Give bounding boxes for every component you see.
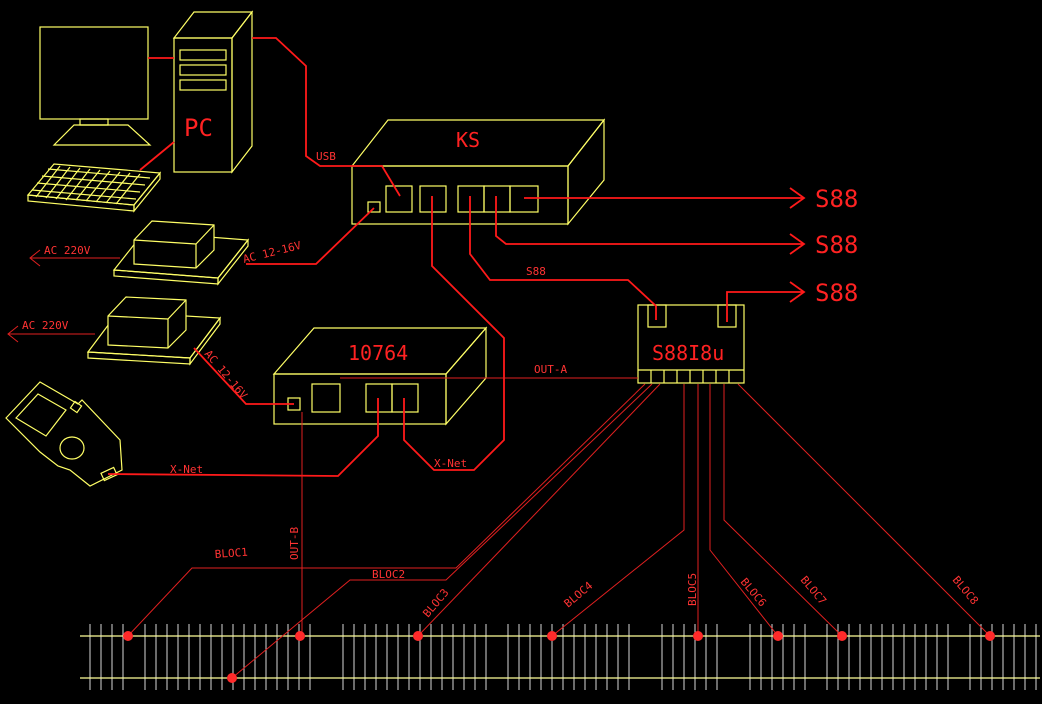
bloc5-contact [693,631,703,641]
ac12-top-label: AC 12-16V [242,239,303,266]
s88-output-3 [726,281,806,322]
s88-bus-cable [469,196,657,320]
s88-output-1-label: S88 [815,185,858,213]
bloc4-contact [547,631,557,641]
s88-output-2-label: S88 [815,231,858,259]
bloc3-contact [413,631,423,641]
bloc1-contact [123,631,133,641]
booster-xnet-port-1 [365,383,393,413]
ks-s88-port-3 [509,185,539,213]
bloc7-label: BLOC7 [798,574,829,608]
ks-central-unit [350,118,606,226]
ac12-bottom-label: AC 12-16V [202,348,251,402]
bloc8-label: BLOC8 [950,574,981,608]
s88-bus-label: S88 [526,265,546,278]
out-b-label: OUT-B [288,527,301,560]
bloc2-label: BLOC2 [372,568,405,581]
bloc7-wire [723,384,843,637]
usb-cable [252,37,401,197]
xnet-handheld-cable [107,398,379,477]
bloc3-wire [417,383,661,637]
ks-s88-port-2 [483,185,511,213]
monitor-icon [39,26,152,146]
bloc2-contact [295,631,305,641]
pc-label: PC [184,114,213,142]
usb-label: USB [316,150,336,163]
bloc8-contact [985,631,995,641]
booster-xnet-port-2 [391,383,419,413]
ks-xnet-port [419,185,447,213]
out-a-label: OUT-A [534,363,567,376]
ks-power-port [367,201,381,213]
bloc8-wire [737,383,991,637]
xnet-right-label: X-Net [434,457,467,470]
xnet-left-label: X-Net [170,463,203,476]
track [80,624,1040,690]
ac220-top-arrow [29,249,120,267]
booster-out-port [311,383,341,413]
transformer-top-icon [112,220,250,286]
bloc-wires [127,383,991,679]
ks-power-cable [246,207,375,265]
pc-tower-icon [172,10,254,174]
s88-output-2 [495,196,806,255]
out-b-track-contact [227,673,237,683]
s88-output-1 [524,187,806,209]
bloc1-wire [127,383,646,637]
s88-module-label: S88I8u [652,341,724,365]
s88-module-in-port [647,304,667,328]
keyboard-cable [139,141,175,171]
booster-power-cable [193,347,294,405]
transformer-bottom-icon [86,296,222,366]
bloc2-wire [231,383,653,679]
ac220-bottom-arrow [7,325,95,343]
bloc3-label: BLOC3 [420,586,451,620]
xnet-ks-booster-cable [403,196,505,471]
bloc4-wire [551,384,685,637]
booster-label: 10764 [348,341,408,365]
contact-points [123,631,995,683]
bloc1-label: BLOC1 [214,546,248,561]
ks-s88-port-1 [457,185,485,213]
bloc6-wire [709,384,779,637]
bloc6-contact [773,631,783,641]
bloc5-label: BLOC5 [686,573,699,606]
bloc7-contact [837,631,847,641]
keyboard-icon [26,163,162,213]
s88-output-3-label: S88 [815,279,858,307]
ks-usb-port [385,185,413,213]
handheld-controller-icon [5,381,123,487]
ac220-top-label: AC 220V [44,244,91,257]
ks-label: KS [456,128,480,152]
ac220-bottom-label: AC 220V [22,319,69,332]
